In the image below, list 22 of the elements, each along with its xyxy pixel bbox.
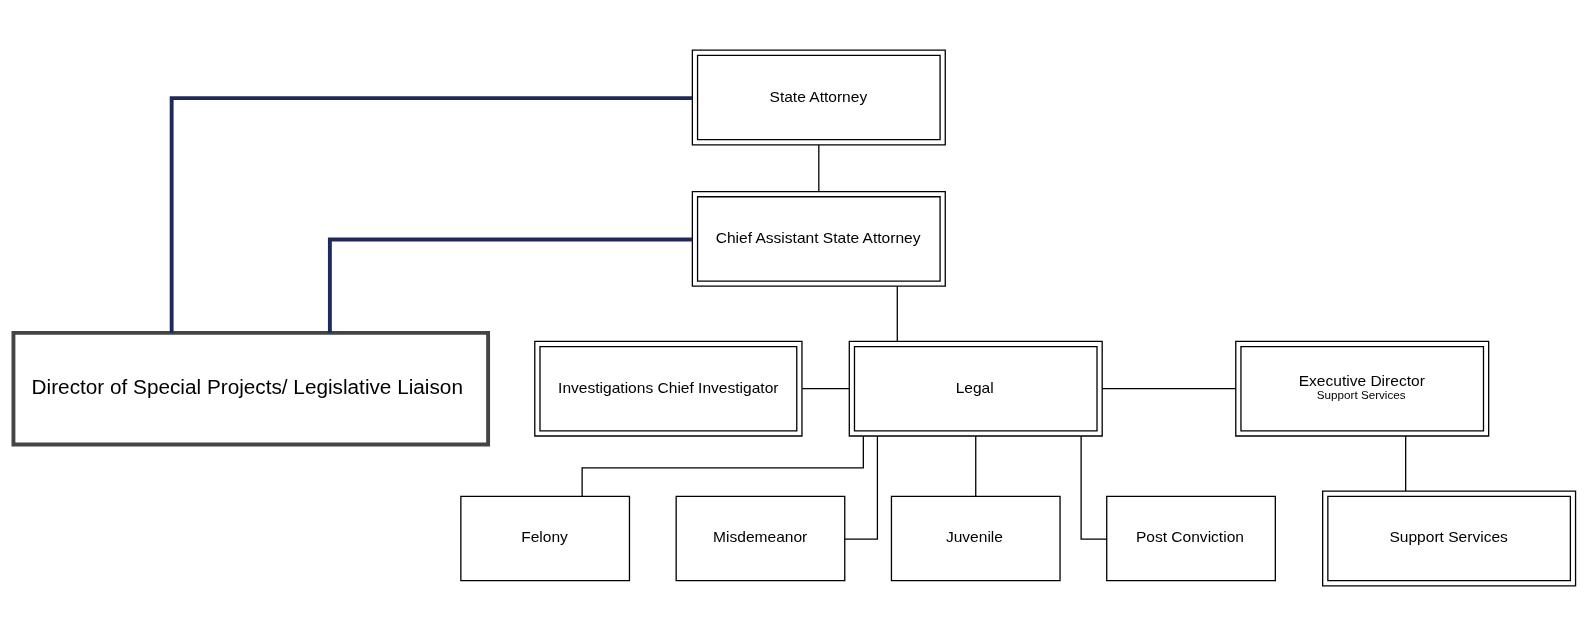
- node-box: Felony: [460, 495, 631, 582]
- connector: [818, 144, 820, 192]
- connector: [581, 435, 864, 497]
- node-box: Juvenile: [890, 495, 1061, 582]
- connector: [1405, 435, 1407, 492]
- node-box: Post Conviction: [1106, 495, 1276, 582]
- node-box: Investigations Chief Investigator: [534, 340, 803, 437]
- connector: [169, 96, 693, 333]
- node-box: Support Services: [1322, 490, 1577, 587]
- connector: [844, 435, 879, 540]
- connector: [327, 237, 693, 333]
- node-box: State Attorney: [691, 49, 946, 146]
- connector: [1080, 435, 1108, 540]
- node-box: Legal: [848, 340, 1103, 437]
- node-box: Executive Director Support Services: [1235, 340, 1490, 437]
- connector: [896, 285, 898, 342]
- connector: [801, 388, 850, 390]
- node-box: Misdemeanor: [675, 495, 846, 582]
- connector: [1101, 388, 1237, 390]
- node-box: Director of Special Projects/ Legislative Liaison: [11, 330, 491, 447]
- connector: [975, 435, 977, 497]
- node-box: Chief Assistant State Attorney: [691, 190, 946, 287]
